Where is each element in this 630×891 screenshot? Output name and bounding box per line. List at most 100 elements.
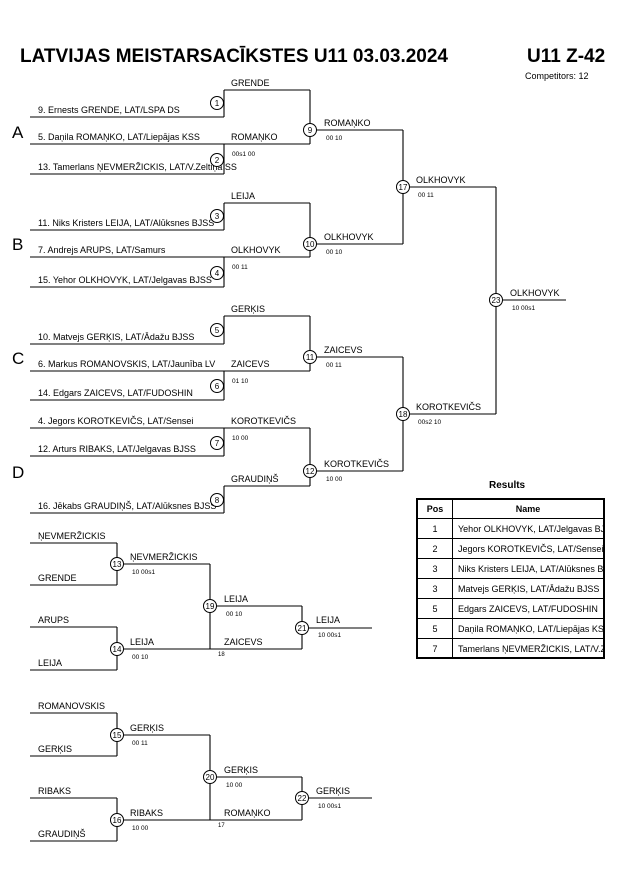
match-number-circle	[210, 436, 224, 450]
entry-label: 13. Tamerlans ŅEVMERŽICKIS, LAT/V.Zeltiņ…	[38, 162, 237, 172]
match-winner: LEIJA	[231, 191, 255, 201]
entry-label: 14. Edgars ZAICEVS, LAT/FUDOSHIN	[38, 388, 193, 398]
results-name: Edgars ZAICEVS, LAT/FUDOSHIN	[452, 598, 603, 619]
match-winner: LEIJA	[130, 637, 154, 647]
match-winner: GERĶIS	[231, 304, 265, 314]
match-number-circle	[396, 180, 410, 194]
match-winner: RIBAKS	[130, 808, 163, 818]
match-number: 7	[215, 439, 220, 448]
bronze-opponent: ZAICEVS	[224, 637, 263, 647]
match-number-circle	[210, 266, 224, 280]
competitors-count: Competitors: 12	[525, 71, 589, 81]
match-number: 23	[492, 296, 501, 305]
match-number: 16	[113, 816, 122, 825]
entry-label: 11. Niks Kristers LEIJA, LAT/Alūksnes BJ…	[38, 218, 214, 228]
match-number-circle	[210, 379, 224, 393]
repechage-entry: GRENDE	[38, 573, 77, 583]
match-number: 17	[399, 183, 408, 192]
match-score: 10 00s1	[318, 632, 342, 639]
repechage-entry: ARUPS	[38, 615, 69, 625]
pool-label: A	[12, 123, 24, 142]
match-winner: KOROTKEVIČS	[324, 459, 389, 469]
pool-label: C	[12, 349, 24, 368]
page-title: LATVIJAS MEISTARSACĪKSTES U11 03.03.2024	[20, 46, 449, 67]
match-score: 10 00s1	[318, 803, 342, 810]
repechage-entry: ŅEVMERŽICKIS	[38, 531, 106, 541]
match-number-circle	[203, 599, 217, 613]
match-winner: OLKHOVYK	[324, 232, 374, 242]
repechage-entry: GRAUDIŅŠ	[38, 829, 86, 839]
entry-label: 16. Jēkabs GRAUDIŅŠ, LAT/Alūksnes BJSS	[38, 501, 216, 511]
results-pos: 2	[418, 538, 453, 559]
results-pos: 5	[418, 618, 453, 639]
repechage-entry: ROMANOVSKIS	[38, 701, 105, 711]
entry-label: 7. Andrejs ARUPS, LAT/Samurs	[38, 245, 166, 255]
match-score: 00 11	[418, 192, 434, 199]
match-score: 00s2 10	[418, 419, 442, 426]
repechage-entry: LEIJA	[38, 658, 62, 668]
category-label: U11 Z-42	[527, 46, 606, 67]
match-number: 6	[215, 382, 220, 391]
match-score: 00 11	[232, 264, 248, 271]
bronze-opponent: ROMAŅKO	[224, 808, 271, 818]
pool-label: D	[12, 463, 24, 482]
match-number: 15	[113, 731, 122, 740]
results-header-row: Pos Name	[418, 500, 603, 519]
match-number-circle	[210, 323, 224, 337]
match-score: 10 00s1	[132, 569, 156, 576]
match-score: 10 00	[232, 435, 249, 442]
entry-label: 4. Jegors KOROTKEVIČS, LAT/Sensei	[38, 416, 193, 426]
results-pos: 7	[418, 638, 453, 657]
results-pos: 7	[418, 659, 453, 660]
match-number-circle	[303, 237, 317, 251]
match-number: 10	[306, 240, 315, 249]
match-number-circle	[210, 209, 224, 223]
results-name: Arturs RIBAKS, LAT/Jelgavas BJSS	[453, 659, 604, 660]
match-number: 11	[306, 353, 315, 362]
match-score: 10 00	[226, 782, 243, 789]
match-winner: OLKHOVYK	[231, 245, 281, 255]
match-winner: GRENDE	[231, 78, 270, 88]
bronze-seed: 17	[218, 823, 225, 829]
entry-label: 9. Ernests GRENDE, LAT/LSPA DS	[38, 105, 180, 115]
results-name: Yehor OLKHOVYK, LAT/Jelgavas BJSS	[452, 518, 603, 539]
match-score: 00s1 00	[232, 151, 256, 158]
match-score: 00 10	[132, 654, 149, 661]
entry-label: 10. Matvejs GERĶIS, LAT/Ādažu BJSS	[38, 332, 194, 342]
results-name: Tamerlans ŅEVMERŽICKIS, LAT/V.Zeltiņa SS	[452, 638, 603, 657]
match-number-circle	[203, 770, 217, 784]
bronze-seed: 18	[218, 652, 225, 658]
results-pos: 3	[418, 558, 453, 579]
match-number-circle	[295, 791, 309, 805]
match-winner: GERĶIS	[130, 723, 164, 733]
match-winner: LEIJA	[316, 615, 340, 625]
match-number: 13	[113, 560, 122, 569]
match-number: 19	[206, 602, 215, 611]
results-row: 7 Tamerlans ŅEVMERŽICKIS, LAT/V.Zeltiņa S…	[418, 638, 603, 657]
match-number-circle	[110, 642, 124, 656]
match-number-circle	[110, 728, 124, 742]
match-number-circle	[210, 153, 224, 167]
match-number-circle	[295, 621, 309, 635]
match-number: 9	[308, 126, 313, 135]
match-score: 00 10	[226, 611, 243, 618]
repechage-entry: GERĶIS	[38, 744, 72, 754]
repechage-entry: RIBAKS	[38, 786, 71, 796]
match-winner: ROMAŅKO	[324, 118, 371, 128]
results-row: 7Arturs RIBAKS, LAT/Jelgavas BJSS	[418, 659, 603, 660]
match-score: 01 10	[232, 378, 249, 385]
results-name: Daņila ROMAŅKO, LAT/Liepājas KSS	[452, 618, 603, 639]
match-number: 20	[206, 773, 215, 782]
match-score: 10 00s1	[512, 305, 536, 312]
match-number-circle	[110, 813, 124, 827]
match-winner: ZAICEVS	[324, 345, 363, 355]
entry-label: 6. Markus ROMANOVSKIS, LAT/Jaunība LV	[38, 359, 215, 369]
results-pos: 5	[418, 598, 453, 619]
results-header-pos: Pos	[418, 500, 453, 519]
